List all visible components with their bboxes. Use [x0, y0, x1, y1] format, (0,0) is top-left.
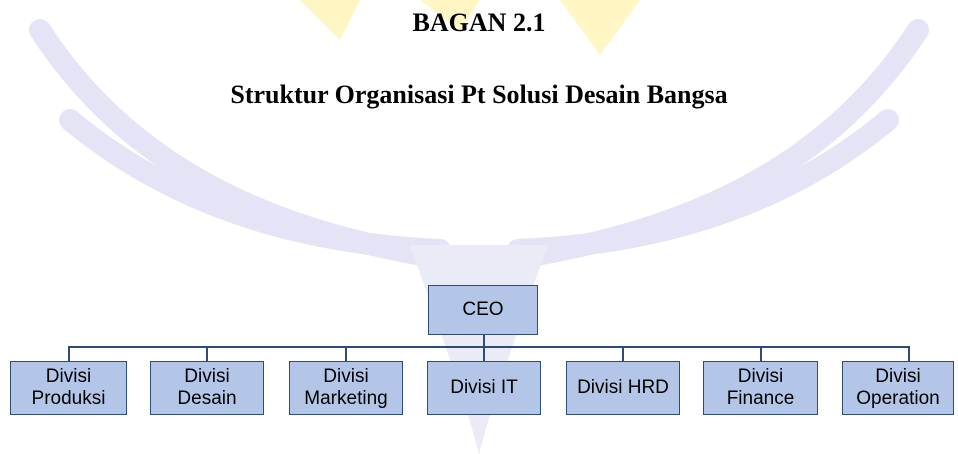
node-divisi-desain: Divisi Desain: [150, 361, 264, 415]
node-divisi-hrd: Divisi HRD: [566, 361, 680, 415]
node-divisi-marketing: Divisi Marketing: [289, 361, 403, 415]
ceo-connector-line: [483, 334, 485, 348]
division-connector-line: [760, 346, 762, 362]
node-divisi-it: Divisi IT: [427, 361, 541, 415]
diagram-caption: BAGAN 2.1: [412, 8, 546, 37]
node-divisi-produksi: Divisi Produksi: [10, 361, 127, 415]
node-divisi-finance: Divisi Finance: [703, 361, 818, 415]
division-connector-line: [483, 346, 485, 362]
node-ceo: CEO: [428, 285, 538, 335]
node-divisi-operation: Divisi Operation: [842, 361, 954, 415]
horizontal-connector-line: [68, 346, 908, 348]
division-connector-line: [622, 346, 624, 362]
division-connector-line: [206, 346, 208, 362]
division-connector-line: [908, 346, 910, 362]
division-connector-line: [345, 346, 347, 362]
diagram-title: Struktur Organisasi Pt Solusi Desain Ban…: [230, 80, 728, 109]
division-connector-line: [68, 346, 70, 362]
